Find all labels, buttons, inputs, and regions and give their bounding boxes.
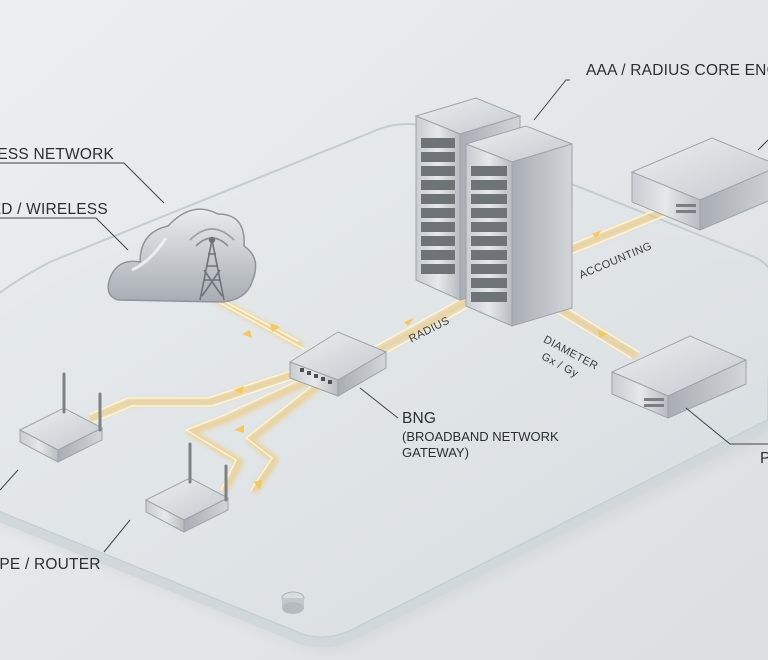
- cloud-icon: [107, 208, 257, 303]
- aaa-core-label: AAA / RADIUS CORE ENGINE: [586, 62, 768, 79]
- router-icon: [18, 372, 104, 463]
- network-switch-icon: [288, 331, 388, 397]
- accounting-server-icon: [630, 137, 768, 231]
- bng-subtitle-line1: (BROADBAND NETWORK: [402, 429, 559, 444]
- cpe-router-label: CPE / ROUTER: [0, 556, 101, 573]
- wireless-label: FIXED / WIRELESS: [0, 201, 108, 218]
- bng-subtitle-line2: GATEWAY): [402, 445, 469, 460]
- server-rack-icon: [414, 97, 574, 327]
- bng-title: BNG: [402, 410, 437, 427]
- policy-server-icon: [610, 335, 748, 419]
- router-icon: [144, 442, 230, 533]
- access-network-label: ACCESS NETWORK: [0, 146, 115, 163]
- cell-tower-icon: [189, 228, 235, 301]
- policy-label-fragment: P: [760, 450, 768, 467]
- callout-lines: [0, 79, 768, 553]
